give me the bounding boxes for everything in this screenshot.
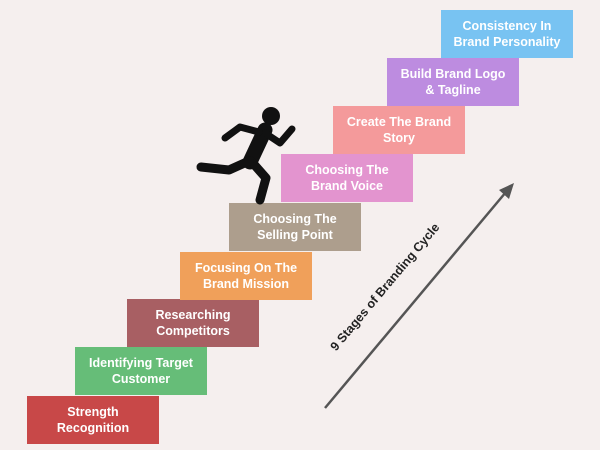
stage-build-brand-logo-tagline: Build Brand Logo & Tagline xyxy=(387,58,519,106)
stage-choosing-brand-voice: Choosing The Brand Voice xyxy=(281,154,413,202)
stage-researching-competitors: Researching Competitors xyxy=(127,299,259,347)
stage-focusing-brand-mission: Focusing On The Brand Mission xyxy=(180,252,312,300)
stage-create-brand-story: Create The Brand Story xyxy=(333,106,465,154)
diagonal-arrow-icon xyxy=(324,183,514,409)
stage-consistency-brand-personality: Consistency In Brand Personality xyxy=(441,10,573,58)
running-person-icon xyxy=(196,107,296,205)
stage-strength-recognition: Strength Recognition xyxy=(27,396,159,444)
stage-choosing-selling-point: Choosing The Selling Point xyxy=(229,203,361,251)
stage-identifying-target-customer: Identifying Target Customer xyxy=(75,347,207,395)
